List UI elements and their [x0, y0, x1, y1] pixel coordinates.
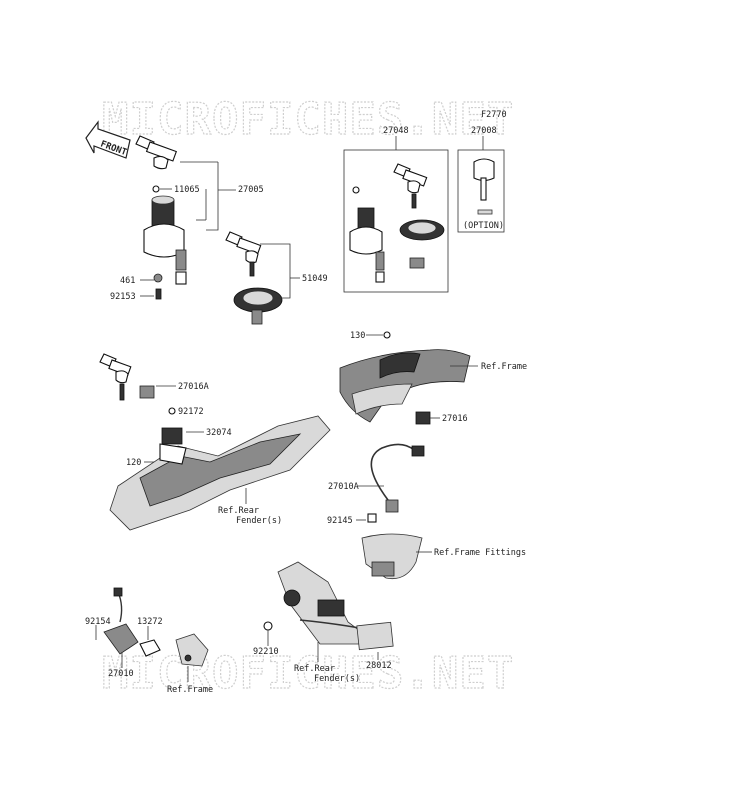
callout-27016A: 27016A: [178, 382, 209, 392]
callout-92154: 92154: [85, 617, 111, 627]
callout-11065: 11065: [174, 185, 200, 195]
callout-32074: 32074: [206, 428, 232, 438]
callout-92145: 92145: [327, 516, 353, 526]
switch-27010-icon: [103, 587, 209, 667]
callout-27048: 27048: [383, 126, 409, 136]
kit-27048-parts-icon: [349, 163, 445, 283]
seat-lock-frame-icon: [339, 331, 471, 425]
callout-27008: 27008: [471, 126, 497, 136]
watermark-bottom: MICROFICHES.NET: [102, 648, 514, 699]
ref-frame-bottom: Ref.Frame: [167, 685, 213, 695]
callout-92153: 92153: [110, 292, 136, 302]
callout-92210: 92210: [253, 647, 279, 657]
callout-92172: 92172: [178, 407, 204, 417]
ignition-switch-27005-icon: [135, 135, 187, 300]
key-27008-icon: [473, 158, 495, 215]
kit-box-27008: [457, 149, 505, 233]
callout-27016: 27016: [442, 414, 468, 424]
callout-13272: 13272: [137, 617, 163, 627]
ref-frame-fittings: Ref.Frame Fittings: [434, 548, 526, 558]
seat-cable-27010A-icon: [361, 443, 425, 580]
option-label: (OPTION): [463, 221, 504, 231]
ref-frame-top: Ref.Frame: [481, 362, 527, 372]
fuel-cap-51049-icon: [225, 231, 283, 325]
callout-27005: 27005: [238, 185, 264, 195]
diagram-code: F2770: [481, 110, 507, 120]
callout-461: 461: [120, 276, 135, 286]
seat-lock-27016A-icon: [99, 353, 155, 401]
ref-rear-fender-1b: Fender(s): [236, 516, 282, 526]
callout-130: 130: [350, 331, 365, 341]
callout-28012: 28012: [366, 661, 392, 671]
ref-rear-fender-2a: Ref.Rear: [294, 664, 335, 674]
license-bracket-icon: [263, 561, 394, 651]
callout-27010A: 27010A: [328, 482, 359, 492]
callout-51049: 51049: [302, 274, 328, 284]
watermark-top: MICROFICHES.NET: [102, 94, 514, 145]
rear-fender-icon: [109, 415, 331, 531]
ref-rear-fender-1a: Ref.Rear: [218, 506, 259, 516]
callout-120: 120: [126, 458, 141, 468]
callout-27010: 27010: [108, 669, 134, 679]
ref-rear-fender-2b: Fender(s): [314, 674, 360, 684]
